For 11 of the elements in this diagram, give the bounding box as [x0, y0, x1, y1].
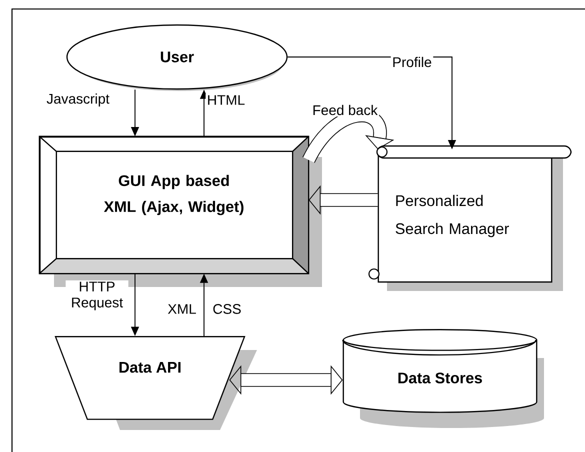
- edge-label: Profile: [390, 56, 434, 68]
- edge-label: HTML: [206, 94, 246, 106]
- text-label: CSS: [211, 302, 243, 316]
- database-cylinder: Data Stores: [342, 329, 544, 428]
- trapezoid-box: Data API: [54, 336, 257, 430]
- edge-label: Feed back: [310, 104, 380, 116]
- edge-label: HTTP Request: [66, 280, 128, 312]
- edge-label: XML: [166, 302, 198, 316]
- block-arrow: [229, 365, 343, 395]
- scroll-box: Personalized Search Manager: [368, 145, 572, 291]
- edge-label: Javascript: [45, 92, 111, 108]
